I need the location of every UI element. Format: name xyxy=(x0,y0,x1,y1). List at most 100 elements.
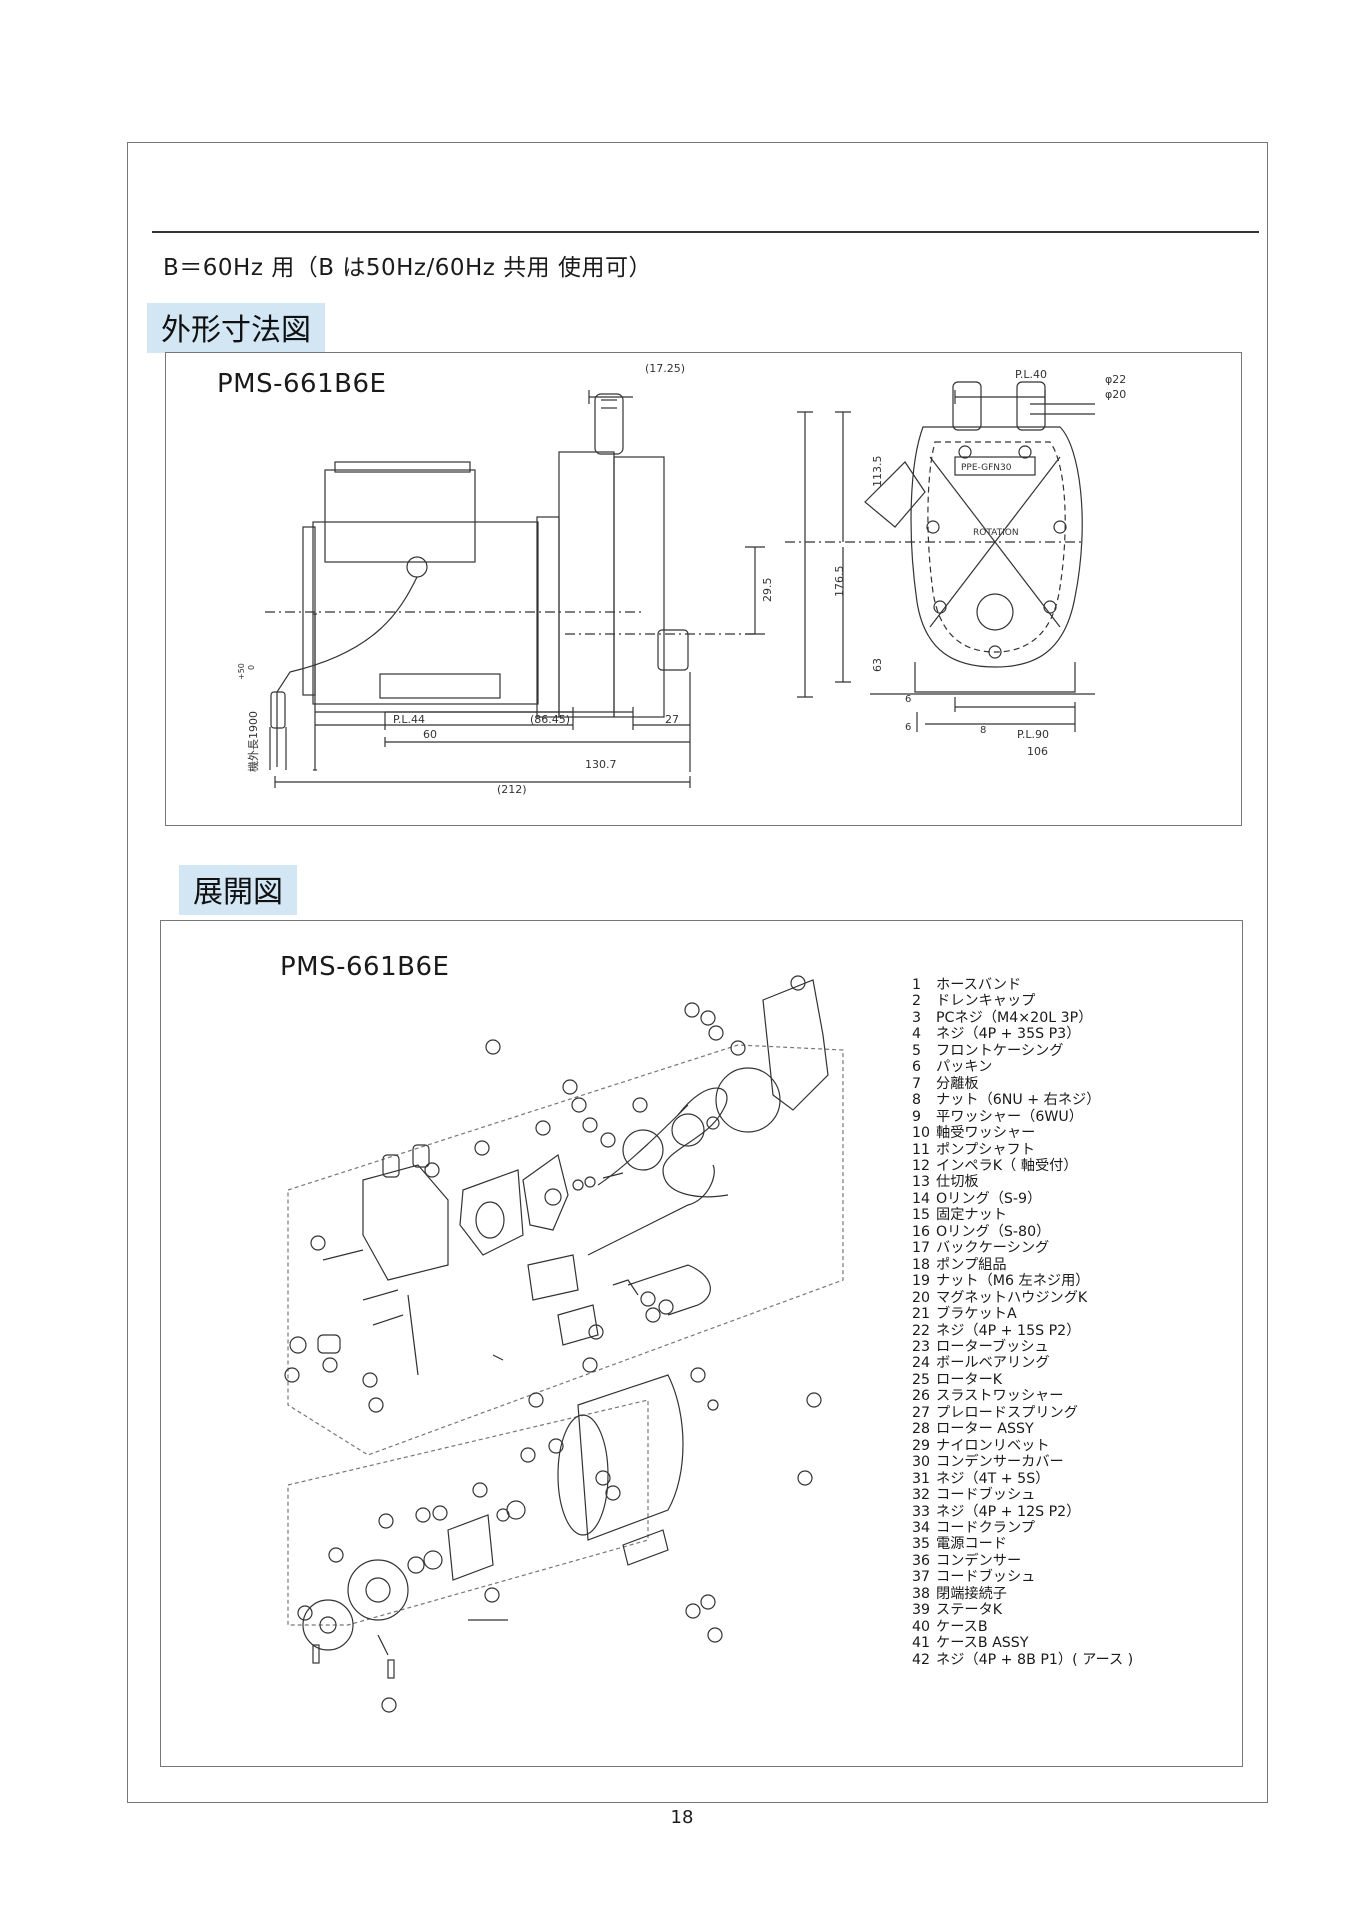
part-name: ネジ（4T + 5S） xyxy=(936,1470,1050,1487)
capacitor-part xyxy=(557,1304,599,1346)
callout-balloon-41 xyxy=(707,1627,723,1643)
part-name: 仕切板 xyxy=(936,1174,979,1191)
nameplate-text: PPE-GFN30 xyxy=(961,463,1012,473)
part-name: 固定ナット xyxy=(936,1207,1007,1224)
cable-gland xyxy=(406,556,428,578)
part-number: 37 xyxy=(912,1569,931,1586)
part-name: スラストワッシャー xyxy=(936,1388,1064,1405)
front-inlet-port xyxy=(1016,381,1046,431)
dim-pl90: P.L.90 xyxy=(1017,728,1049,741)
callout-balloon-3b xyxy=(368,1397,384,1413)
part-name: ポンプ組品 xyxy=(936,1256,1007,1273)
part-item: 17 バックケーシング xyxy=(912,1240,1133,1256)
rotor-part xyxy=(447,1514,494,1581)
part-name: ケースB xyxy=(936,1618,988,1635)
part-number: 6 xyxy=(912,1059,922,1076)
part-item: 18 ポンプ組品 xyxy=(912,1257,1133,1273)
header-rule xyxy=(152,231,1259,233)
part-number: 40 xyxy=(912,1618,931,1635)
part-number: 2 xyxy=(912,993,922,1010)
dim-27: 27 xyxy=(665,713,679,726)
section-outline-label: 外形寸法図 xyxy=(147,303,325,353)
part-number: 30 xyxy=(912,1454,931,1471)
part-name: バックケーシング xyxy=(936,1240,1050,1257)
callout-balloon-33 xyxy=(640,1291,656,1307)
impeller-part xyxy=(622,1129,664,1171)
motor-top-cover xyxy=(324,469,476,563)
part-name: ブラケットA xyxy=(936,1306,1017,1323)
o-ring-part xyxy=(715,1067,781,1133)
part-number: 4 xyxy=(912,1026,922,1043)
magnet-housing-part xyxy=(302,1599,354,1651)
callout-balloon-14 xyxy=(700,1010,716,1026)
inlet-port xyxy=(657,629,689,671)
dim-106: 106 xyxy=(1027,745,1048,758)
part-number: 7 xyxy=(912,1075,922,1092)
part-name: ネジ（4P + 15S P2） xyxy=(936,1322,1081,1339)
hose-band-part xyxy=(289,1336,307,1354)
rotor-assembly-outline xyxy=(287,1399,649,1626)
part-name: ナイロンリベット xyxy=(936,1437,1050,1454)
cord-length-label: 機外長1900 xyxy=(246,711,260,772)
partition-plate-part xyxy=(671,1113,705,1147)
part-number: 17 xyxy=(912,1240,931,1257)
part-number: 38 xyxy=(912,1585,931,1602)
part-number: 18 xyxy=(912,1256,931,1273)
part-number: 15 xyxy=(912,1207,931,1224)
callout-balloon-36 xyxy=(595,1470,611,1486)
part-number: 1 xyxy=(912,977,922,993)
part-name: ステータK xyxy=(936,1602,1003,1619)
part-name: コンデンサー xyxy=(936,1552,1022,1569)
part-number: 20 xyxy=(912,1289,931,1306)
callout-balloon-3 xyxy=(310,1235,326,1251)
dim-60: 60 xyxy=(423,728,437,741)
pump-casing-side xyxy=(558,451,615,718)
part-name: マグネットハウジングK xyxy=(936,1289,1088,1306)
callout-balloon-38 xyxy=(690,1367,706,1383)
part-number: 16 xyxy=(912,1223,931,1240)
callout-balloon-24 xyxy=(432,1505,448,1521)
part-item: 20 マグネットハウジングK xyxy=(912,1290,1133,1306)
exploded-view-drawing xyxy=(284,975,844,1713)
capacitor-box xyxy=(864,461,926,528)
part-name: コンデンサーカバー xyxy=(936,1454,1064,1471)
part-item: 36 コンデンサー xyxy=(912,1553,1133,1569)
dim-6b: 6 xyxy=(905,722,911,733)
front-base xyxy=(914,662,1076,693)
part-name: 電源コード xyxy=(936,1536,1007,1553)
part-item: 15 固定ナット xyxy=(912,1207,1133,1223)
front-outlet-port xyxy=(952,381,982,431)
callout-balloon-15 xyxy=(708,1025,724,1041)
part-number: 9 xyxy=(912,1108,922,1125)
dim-176-5: 176.5 xyxy=(833,566,846,598)
rotor-bush-part xyxy=(407,1556,425,1574)
dim-63: 63 xyxy=(871,658,884,672)
part-name: ネジ（4P + 8B P1）( アース ) xyxy=(936,1651,1134,1668)
part-name: ローターK xyxy=(936,1371,1003,1388)
part-number: 5 xyxy=(912,1042,922,1059)
part-item: 40 ケースB xyxy=(912,1619,1133,1635)
part-name: ナット（6NU + 右ネジ） xyxy=(936,1092,1101,1109)
part-number: 42 xyxy=(912,1651,931,1668)
back-casing-part xyxy=(762,979,829,1111)
part-number: 31 xyxy=(912,1470,931,1487)
callout-balloon-20 xyxy=(328,1547,344,1563)
part-item: 42 ネジ（4P + 8B P1）( アース ) xyxy=(912,1652,1133,1668)
part-number: 36 xyxy=(912,1552,931,1569)
part-number: 23 xyxy=(912,1338,931,1355)
callout-balloon-25 xyxy=(472,1482,488,1498)
part-item: 30 コンデンサーカバー xyxy=(912,1454,1133,1470)
